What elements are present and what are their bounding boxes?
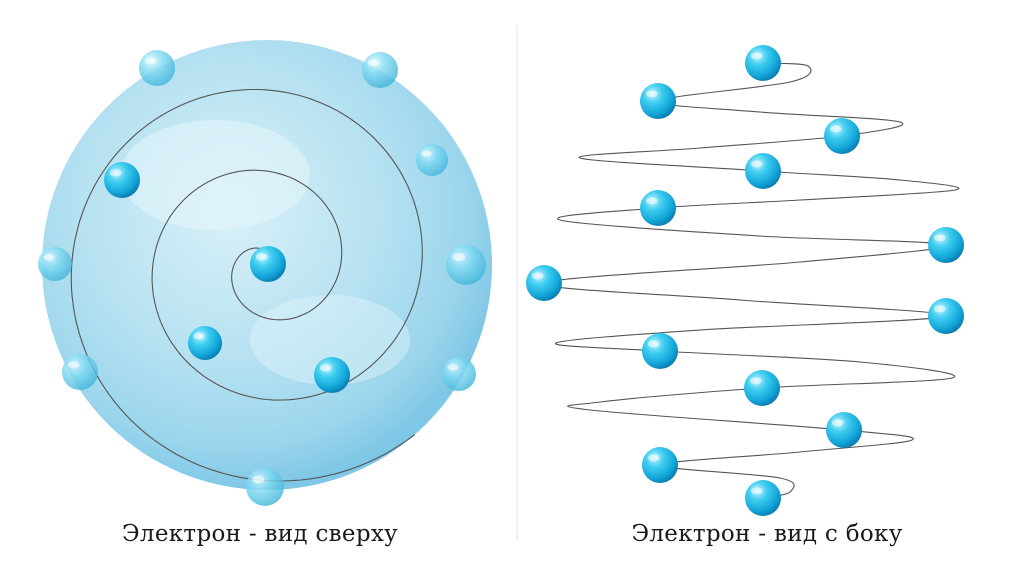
top-view	[38, 40, 492, 506]
particle-ball	[446, 245, 486, 285]
particle-ball	[745, 480, 781, 516]
caption-side-view: Электрон - вид с боку	[631, 521, 903, 547]
sphere-cloud-highlight	[250, 295, 410, 385]
particle-highlight	[109, 169, 122, 177]
side-view	[526, 45, 964, 516]
particle-highlight	[255, 253, 268, 261]
particle-ball	[362, 52, 398, 88]
particle-highlight	[43, 253, 55, 261]
spiral-path	[70, 88, 423, 482]
particle-ball	[824, 118, 860, 154]
helix-path	[543, 62, 960, 499]
particle-ball	[104, 162, 140, 198]
particle-highlight	[193, 332, 205, 340]
particle-highlight	[421, 150, 432, 157]
particle-ball	[745, 45, 781, 81]
particle-ball	[745, 153, 781, 189]
particle-highlight	[144, 57, 157, 65]
particle-highlight	[647, 454, 660, 462]
particle-highlight	[933, 234, 946, 242]
particle-highlight	[829, 125, 842, 133]
particle-highlight	[645, 90, 658, 98]
particle-highlight	[67, 361, 80, 369]
particle-ball	[62, 354, 98, 390]
particle-highlight	[252, 475, 265, 484]
particle-ball	[744, 370, 780, 406]
particle-ball	[826, 412, 862, 448]
caption-top-view: Электрон - вид сверху	[122, 521, 398, 547]
particle-ball	[928, 298, 964, 334]
particle-ball	[640, 190, 676, 226]
particle-ball	[642, 447, 678, 483]
particle-ball	[526, 265, 562, 301]
sphere-cloud-highlight	[120, 120, 310, 230]
particle-ball	[928, 227, 964, 263]
particle-ball	[640, 83, 676, 119]
particle-highlight	[750, 52, 763, 60]
particle-highlight	[750, 160, 763, 168]
particle-highlight	[831, 419, 844, 427]
particle-highlight	[452, 253, 466, 261]
particle-ball	[416, 144, 448, 176]
particle-ball	[642, 333, 678, 369]
particle-highlight	[749, 377, 762, 385]
particle-highlight	[750, 487, 763, 495]
top-view-particles	[38, 50, 486, 506]
side-view-particles	[526, 45, 964, 516]
particle-highlight	[647, 340, 660, 348]
particle-ball	[442, 357, 476, 391]
particle-ball	[139, 50, 175, 86]
particle-highlight	[531, 272, 544, 280]
particle-highlight	[645, 197, 658, 205]
particle-highlight	[447, 363, 459, 371]
particle-ball	[314, 357, 350, 393]
particle-ball	[250, 246, 286, 282]
particle-ball	[38, 247, 72, 281]
particle-highlight	[367, 59, 380, 67]
particle-ball	[188, 326, 222, 360]
particle-highlight	[319, 364, 332, 372]
particle-ball	[246, 468, 284, 506]
particle-highlight	[933, 305, 946, 313]
